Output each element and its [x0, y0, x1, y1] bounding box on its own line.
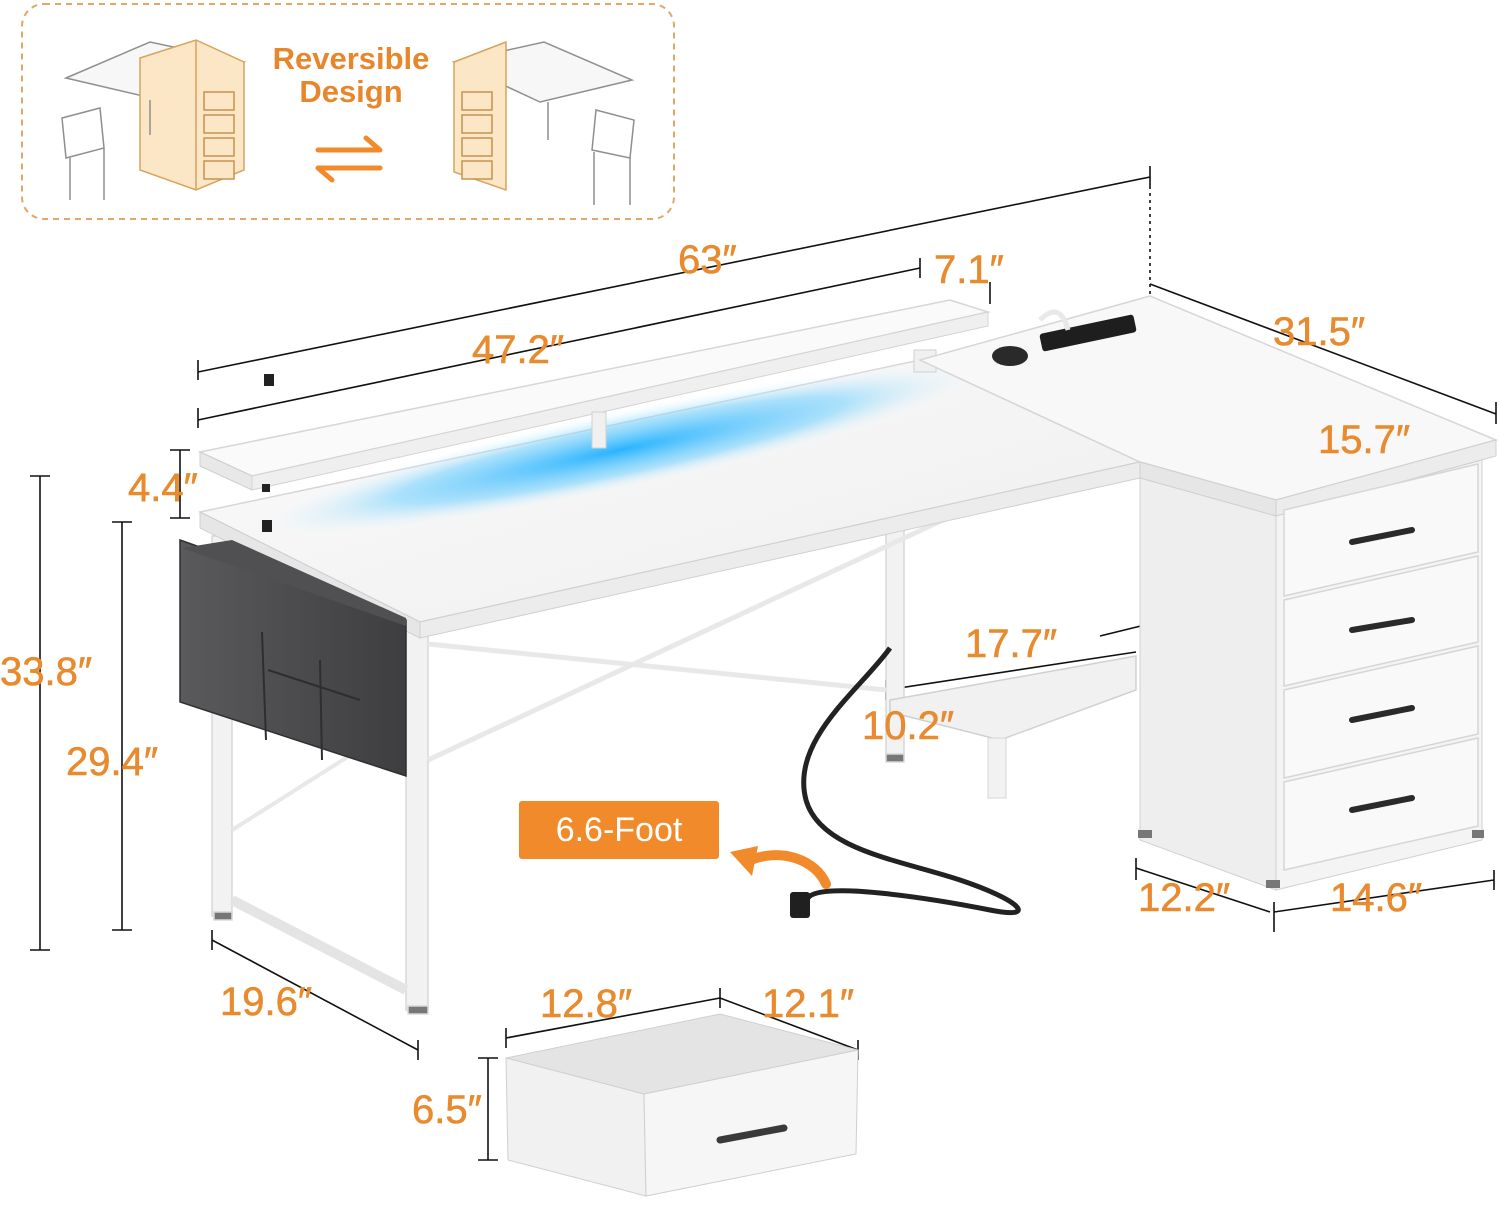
removable-drawer: [505, 1013, 859, 1197]
cabinet-drawers: [1283, 463, 1479, 871]
dim-total-height: 33.8″: [0, 650, 93, 694]
cord-length-badge: 6.6-Foot: [519, 801, 719, 859]
dim-total-width: 63″: [678, 238, 737, 282]
dim-shelf-width: 17.7″: [965, 622, 1058, 666]
reversible-design-title: Reversible Design: [258, 42, 444, 109]
drawer-handle-icon: [1349, 527, 1415, 813]
dim-riser-width: 47.2″: [472, 328, 565, 372]
plug-icon: [790, 892, 810, 918]
power-cord: [801, 646, 1021, 916]
swap-arrows-icon: [315, 135, 383, 183]
dim-drawer-height: 6.5″: [412, 1088, 482, 1132]
dim-desk-height: 29.4″: [66, 740, 159, 784]
reversible-line-2: Design: [299, 74, 403, 110]
dim-riser-height: 4.4″: [128, 466, 198, 510]
dim-return-length: 31.5″: [1273, 310, 1366, 354]
mini-desk-left-icon: [61, 39, 247, 200]
monitor-riser: [197, 299, 991, 532]
power-outlet-icon: [992, 309, 1137, 366]
dim-cabinet-width: 14.6″: [1330, 876, 1423, 920]
reversible-line-1: Reversible: [272, 41, 430, 76]
dim-return-depth: 15.7″: [1318, 418, 1411, 462]
dim-drawer-depth: 12.1″: [762, 982, 855, 1026]
drawer-cabinet: [1138, 459, 1484, 891]
dim-riser-gap: 7.1″: [934, 248, 1004, 292]
led-light-strip: [248, 361, 992, 539]
desk: [179, 295, 1499, 1015]
dim-drawer-width: 12.8″: [540, 982, 633, 1026]
dim-shelf-depth: 10.2″: [862, 704, 955, 748]
curved-arrow-icon: [741, 850, 831, 889]
lower-shelf: [889, 655, 1137, 799]
dim-desk-depth: 19.6″: [220, 980, 313, 1024]
dim-cabinet-depth: 12.2″: [1138, 876, 1231, 920]
reversible-design-panel: [21, 3, 675, 220]
side-storage-bag: [179, 538, 407, 778]
mini-desk-right-icon: [451, 40, 635, 205]
drawer-handle-icon: [716, 1124, 788, 1144]
